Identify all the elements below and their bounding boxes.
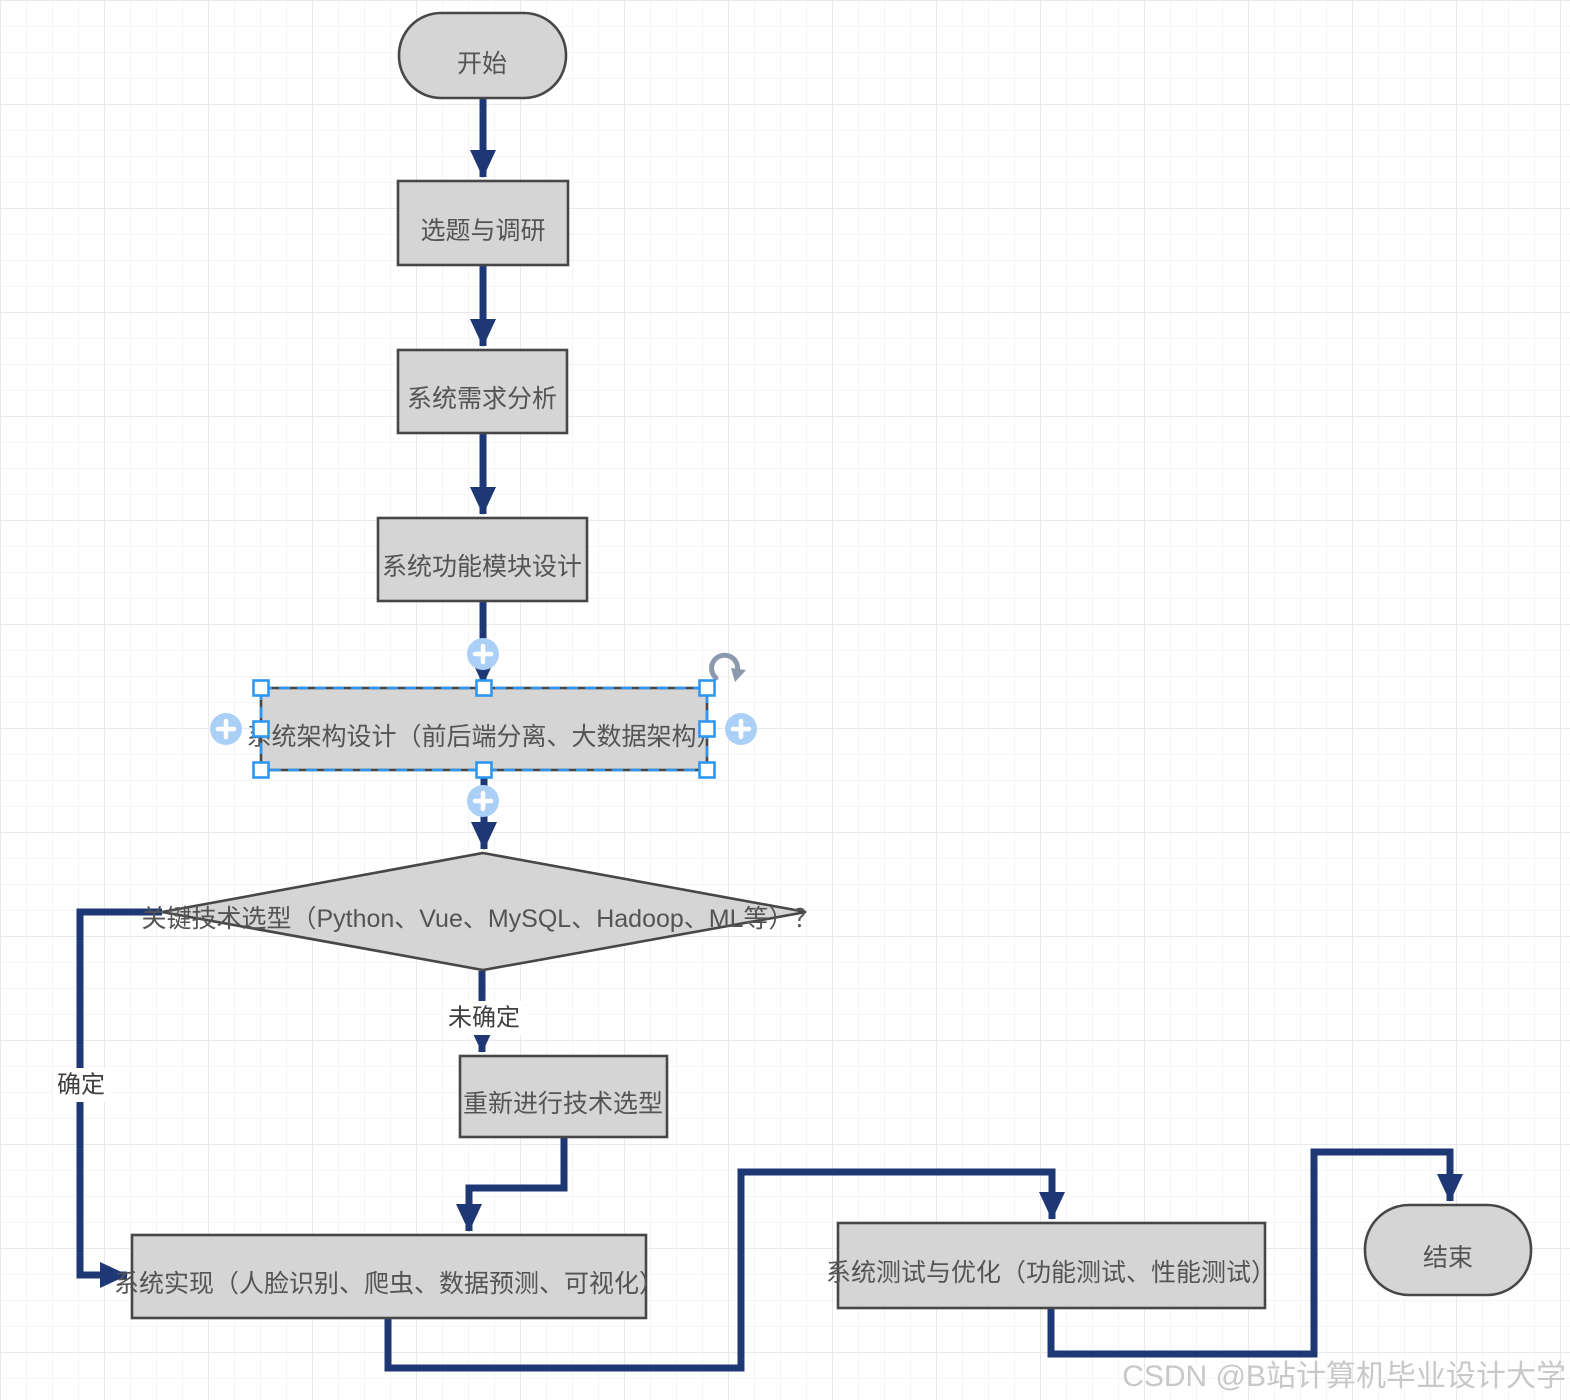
selection-handle-s[interactable] xyxy=(475,761,493,779)
selection-handle-nw[interactable] xyxy=(252,679,270,697)
node-implementation-label: 系统实现（人脸识别、爬虫、数据预测、可视化） xyxy=(114,1270,664,1298)
add-direction-button-top[interactable] xyxy=(467,638,499,670)
edge-implementation-to-testing[interactable] xyxy=(384,1168,1065,1372)
selection-handle-se[interactable] xyxy=(698,761,716,779)
node-testing-label: 系统测试与优化（功能测试、性能测试） xyxy=(826,1259,1276,1287)
svg-text:未确定: 未确定 xyxy=(448,1005,520,1032)
selection-handle-ne[interactable] xyxy=(698,679,716,697)
selection-handle-w[interactable] xyxy=(252,720,270,738)
rotate-handle[interactable] xyxy=(709,652,746,682)
node-start-label: 开始 xyxy=(457,50,507,78)
selection-handle-e[interactable] xyxy=(698,720,716,738)
node-architecture-label: 系统架构设计（前后端分离、大数据架构） xyxy=(246,723,721,751)
node-tech-selection-decision[interactable]: 关键技术选型（Python、Vue、MySQL、Hadoop、ML等）？ xyxy=(141,851,819,972)
node-function-module-design[interactable]: 系统功能模块设计 xyxy=(376,516,589,603)
selection-handle-sw[interactable] xyxy=(252,761,270,779)
svg-text:确定: 确定 xyxy=(57,1072,105,1099)
edge-testing-to-end[interactable] xyxy=(1047,1148,1463,1358)
add-direction-button-right[interactable] xyxy=(725,713,757,745)
node-implementation[interactable]: 系统实现（人脸识别、爬虫、数据预测、可视化） xyxy=(114,1233,664,1320)
node-testing-optimization[interactable]: 系统测试与优化（功能测试、性能测试） xyxy=(826,1221,1276,1310)
selection-handle-n[interactable] xyxy=(475,679,493,697)
plus-icon xyxy=(472,643,494,665)
node-redo-label: 重新进行技术选型 xyxy=(463,1090,663,1118)
rotate-icon-tip xyxy=(731,668,746,682)
plus-icon xyxy=(472,790,494,812)
node-topic-label: 选题与调研 xyxy=(420,217,545,245)
node-start[interactable]: 开始 xyxy=(397,11,568,100)
add-direction-button-left[interactable] xyxy=(210,713,242,745)
node-topic-research[interactable]: 选题与调研 xyxy=(396,179,570,267)
edge-label-undetermined: 未确定 xyxy=(443,1001,525,1035)
add-direction-button-bottom[interactable] xyxy=(467,785,499,817)
rotate-icon xyxy=(709,652,741,681)
node-redo-tech-selection[interactable]: 重新进行技术选型 xyxy=(458,1054,669,1139)
node-decision-label: 关键技术选型（Python、Vue、MySQL、Hadoop、ML等）？ xyxy=(141,905,818,933)
plus-icon xyxy=(730,718,752,740)
edge-redo-to-implementation[interactable] xyxy=(456,1138,568,1232)
node-requirements-analysis[interactable]: 系统需求分析 xyxy=(396,348,569,435)
node-end-label: 结束 xyxy=(1423,1244,1473,1272)
edge-label-determined: 确定 xyxy=(53,1068,109,1102)
node-modules-label: 系统功能模块设计 xyxy=(382,553,582,581)
node-end[interactable]: 结束 xyxy=(1363,1203,1533,1297)
watermark-text: CSDN @B站计算机毕业设计大学 xyxy=(1122,1360,1566,1393)
node-requirements-label: 系统需求分析 xyxy=(407,385,557,413)
selection-overlay xyxy=(210,638,757,817)
node-architecture-design[interactable]: 系统架构设计（前后端分离、大数据架构） xyxy=(246,686,722,772)
plus-icon xyxy=(215,718,237,740)
